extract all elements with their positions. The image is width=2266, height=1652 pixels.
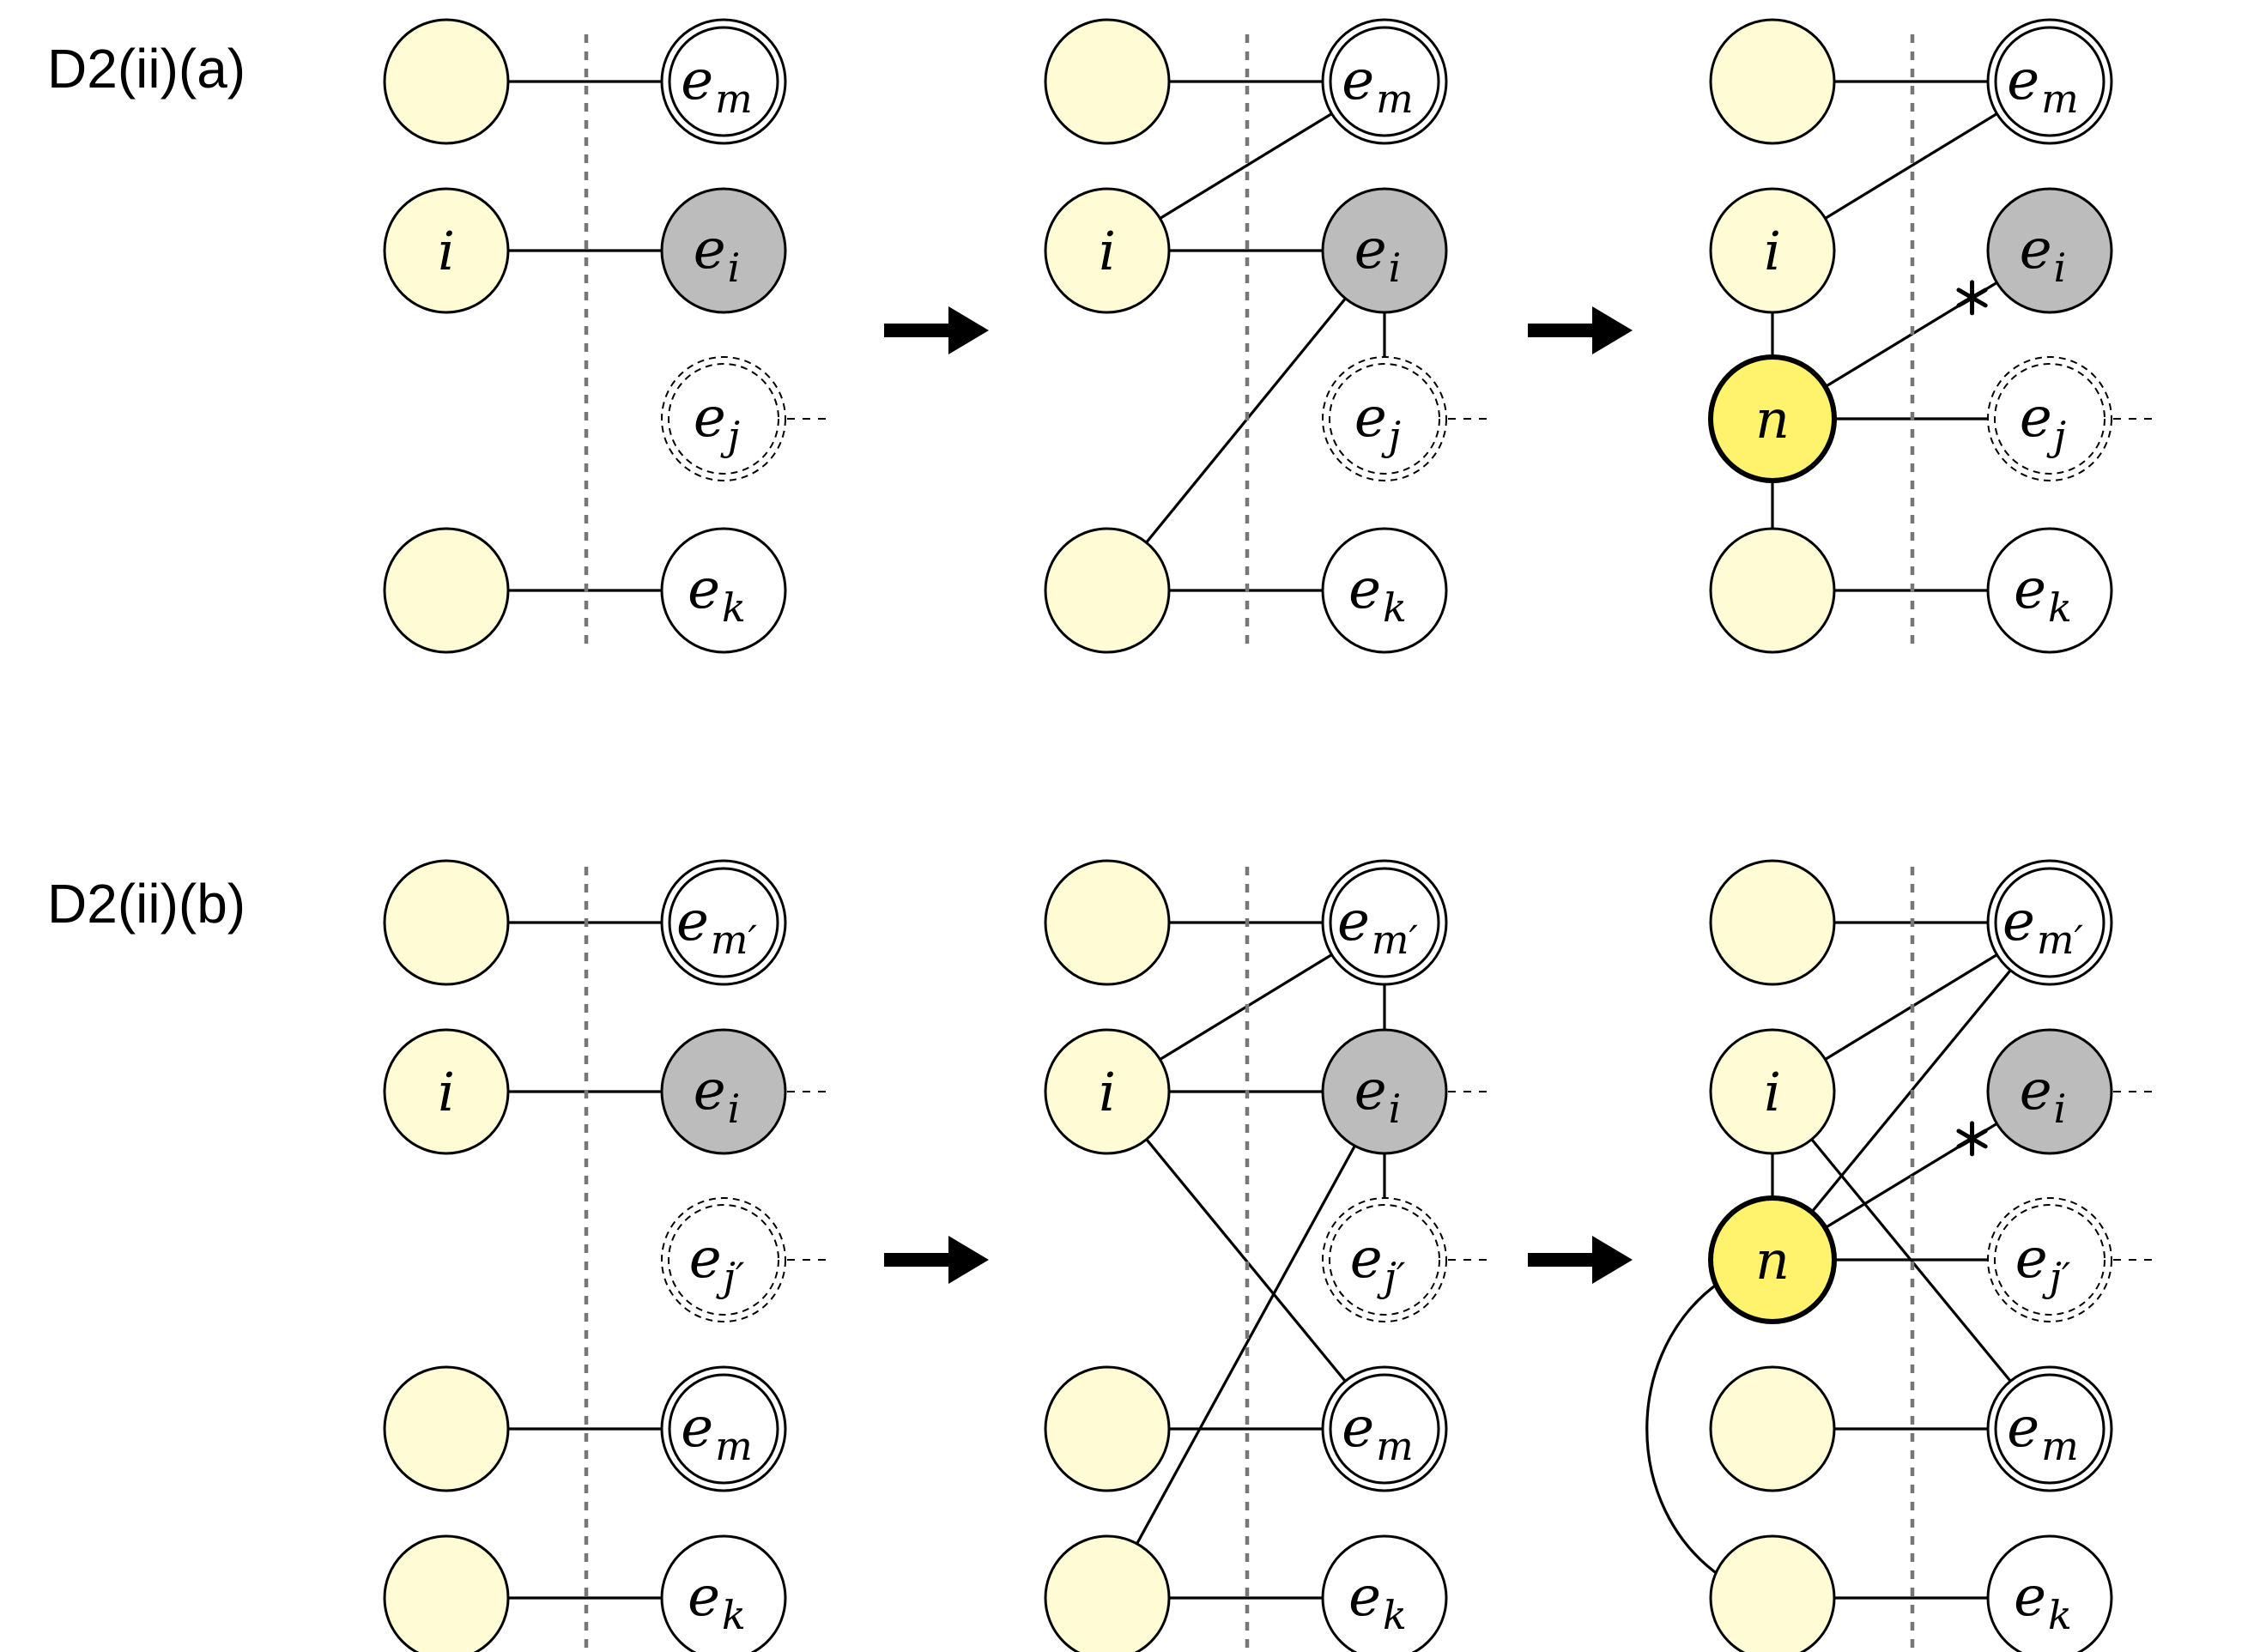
right-node-b-stage3-k: ek: [1986, 1534, 2113, 1652]
edge-b-stage2-4: [1106, 1091, 1386, 1599]
right-node-b-stage3-m2: em′: [1986, 859, 2113, 986]
right-node-b-stage1-m: em: [660, 1365, 787, 1492]
left-node-a-stage2-i: i: [1044, 187, 1171, 314]
arc-b-stage3-0: [1645, 1280, 1722, 1578]
right-node-a-stage3-j: ej: [1987, 356, 2112, 481]
right-node-a-stage3-m: em: [1986, 18, 2113, 145]
node-label: i: [1099, 1061, 1116, 1123]
node-label: em: [1342, 49, 1414, 122]
node-label: ej: [2020, 386, 2066, 459]
node-label: ek: [688, 558, 746, 631]
edge-b-stage2-3: [1106, 1090, 1386, 1431]
node-label: em′: [676, 890, 757, 963]
node-label: ek: [688, 1565, 746, 1638]
right-node-b-stage3-i: ei: [1986, 1028, 2113, 1155]
left-node-b-stage2-m: [1044, 1365, 1171, 1492]
left-node-b-stage2-i: i: [1044, 1028, 1171, 1155]
node-label: ej: [694, 386, 740, 459]
right-node-a-stage2-j: ej: [1322, 356, 1447, 481]
cut-star-icon-a-stage3-0: [1956, 280, 1988, 316]
node-label: i: [1099, 220, 1116, 282]
node-label: em: [1342, 1396, 1414, 1469]
left-node-a-stage2-k: [1044, 527, 1171, 654]
arrow-right-icon-b-0: [884, 1236, 989, 1284]
right-node-a-stage1-m: em: [660, 18, 787, 145]
right-node-b-stage3-m: em: [1986, 1365, 2113, 1492]
node-label: ei: [1354, 218, 1402, 291]
right-node-b-stage2-m2: em′: [1321, 859, 1448, 986]
node-label: em: [681, 49, 753, 122]
arrow-right-icon-a-1: [1528, 306, 1633, 354]
node-label: em: [681, 1396, 753, 1469]
left-node-b-stage1-k: [383, 1534, 510, 1652]
node-label: ek: [1348, 558, 1407, 631]
left-node-a-stage3-i: i: [1709, 187, 1836, 314]
left-node-a-stage1-i: i: [383, 187, 510, 314]
arrow-right-icon-a-0: [884, 306, 989, 354]
left-node-b-stage1-m: [383, 1365, 510, 1492]
node-label: i: [1764, 1061, 1781, 1123]
right-node-a-stage1-k: ek: [660, 527, 787, 654]
left-node-a-stage3-k: [1709, 527, 1836, 654]
edge-a-stage2-3: [1106, 249, 1386, 592]
new-node-a-stage3: n: [1708, 354, 1837, 483]
node-label: i: [438, 220, 455, 282]
node-label: ei: [2020, 218, 2067, 291]
right-node-a-stage2-m: em: [1321, 18, 1448, 145]
node-label: ei: [694, 218, 741, 291]
left-node-b-stage3-k: [1709, 1534, 1836, 1652]
node-label: em: [2007, 1396, 2079, 1469]
left-node-b-stage3-i: i: [1709, 1028, 1836, 1155]
panel-label-a: D2(ii)(a): [47, 38, 245, 100]
right-node-a-stage3-k: ek: [1986, 527, 2113, 654]
right-node-b-stage2-k: ek: [1321, 1534, 1448, 1652]
left-node-a-stage1-k: [383, 527, 510, 654]
arrow-right-icon-b-1: [1528, 1236, 1633, 1284]
left-node-b-stage3-m2: [1709, 859, 1836, 986]
node-label: ei: [2020, 1059, 2067, 1132]
right-node-a-stage3-i: ei: [1986, 187, 2113, 314]
panel-label-b: D2(ii)(b): [47, 873, 245, 935]
left-node-a-stage1-m: [383, 18, 510, 145]
node-label: i: [1764, 220, 1781, 282]
left-node-b-stage2-m2: [1044, 859, 1171, 986]
right-node-a-stage2-i: ei: [1321, 187, 1448, 314]
node-label: n: [1755, 1229, 1790, 1292]
node-label: ej′: [1350, 1227, 1406, 1300]
node-label: i: [438, 1061, 455, 1123]
right-node-a-stage1-i: ei: [660, 187, 787, 314]
right-node-b-stage2-m: em: [1321, 1365, 1448, 1492]
left-node-a-stage3-m: [1709, 18, 1836, 145]
node-label: ei: [694, 1059, 741, 1132]
dividers-layer: [584, 34, 1915, 1652]
node-label: em′: [1337, 890, 1418, 963]
right-node-b-stage1-k: ek: [660, 1534, 787, 1652]
right-node-a-stage2-k: ek: [1321, 527, 1448, 654]
right-node-b-stage1-j2: ej′: [661, 1197, 786, 1322]
right-node-b-stage2-j2: ej′: [1322, 1197, 1447, 1322]
right-node-b-stage2-i: ei: [1321, 1028, 1448, 1155]
node-label: ej: [1354, 386, 1401, 459]
cut-star-icon-b-stage3-0: [1956, 1121, 1988, 1157]
node-label: ek: [1348, 1565, 1407, 1638]
node-label: em: [2007, 49, 2079, 122]
right-node-b-stage3-j2: ej′: [1987, 1197, 2112, 1322]
node-label: ek: [2014, 1565, 2072, 1638]
left-node-b-stage2-k: [1044, 1534, 1171, 1652]
right-node-a-stage1-j: ej: [661, 356, 786, 481]
node-label: ek: [2014, 558, 2072, 631]
right-node-b-stage1-i: ei: [660, 1028, 787, 1155]
right-node-b-stage1-m2: em′: [660, 859, 787, 986]
arrows-layer: [884, 306, 1633, 1284]
left-node-b-stage1-m2: [383, 859, 510, 986]
left-node-b-stage1-i: i: [383, 1028, 510, 1155]
node-label: n: [1755, 388, 1790, 451]
nodes-layer: i em ei ej ek i em ei ej ek i n em ei ej ek i em′ ei ej′ em e…: [383, 18, 2113, 1652]
left-node-a-stage2-m: [1044, 18, 1171, 145]
new-node-b-stage3: n: [1708, 1195, 1837, 1324]
node-label: ei: [1354, 1059, 1402, 1132]
left-node-b-stage3-m: [1709, 1365, 1836, 1492]
node-label: em′: [2002, 890, 2083, 963]
